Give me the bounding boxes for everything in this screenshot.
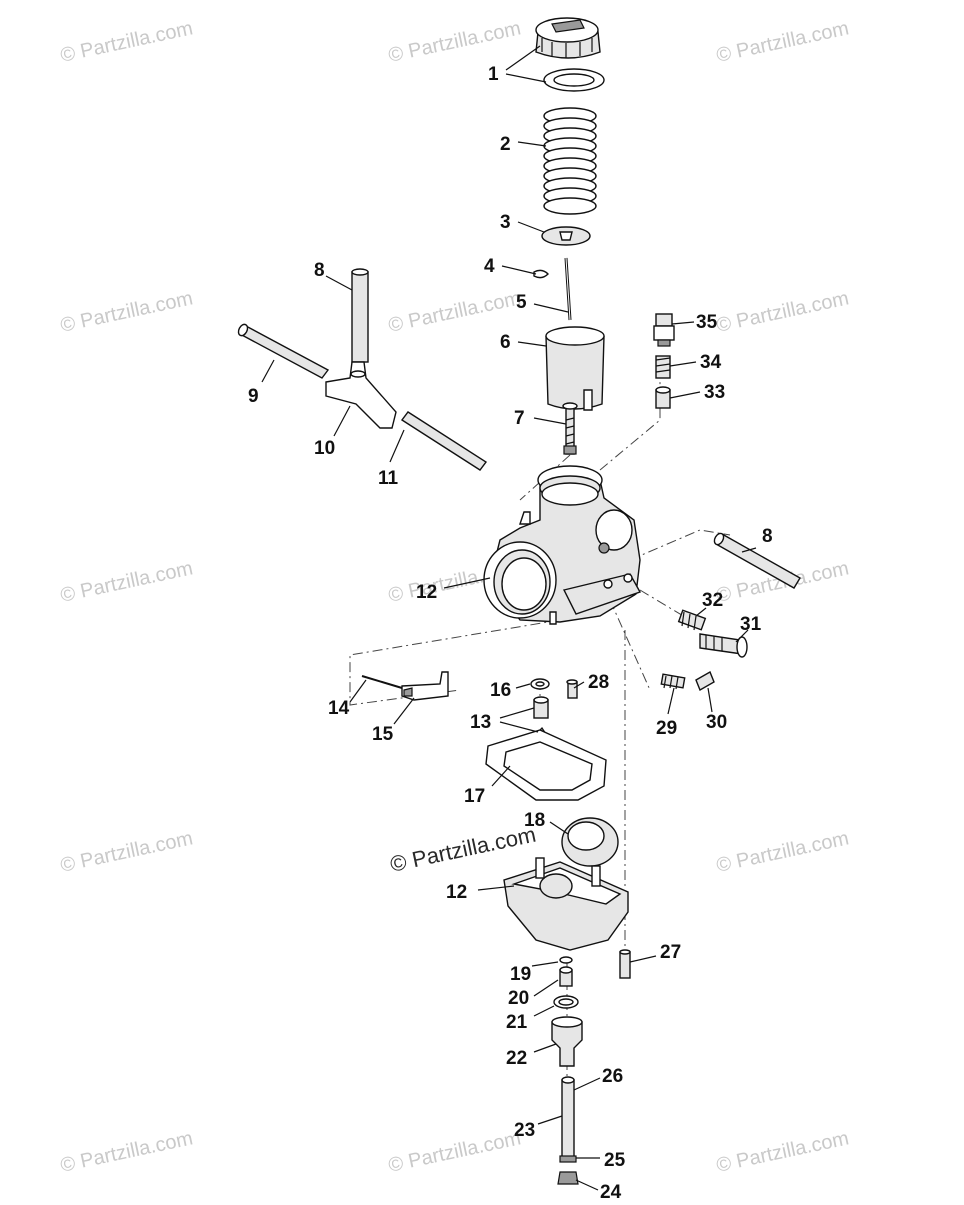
callout-18[interactable]: 18	[524, 810, 545, 831]
spring-34[interactable]	[655, 355, 671, 379]
retainer-plate[interactable]	[541, 226, 591, 246]
watermark: © Partzilla.com	[58, 827, 194, 877]
idle-screw[interactable]	[699, 633, 748, 658]
pilot-jet[interactable]	[566, 679, 578, 699]
throttle-slide[interactable]	[545, 326, 605, 411]
callout-34[interactable]: 34	[700, 352, 722, 373]
callout-7[interactable]: 7	[514, 408, 525, 429]
watermark: © Partzilla.com	[714, 827, 850, 877]
drain-tube[interactable]	[561, 1076, 575, 1161]
drain-screw[interactable]	[619, 949, 631, 979]
vent-hose-right[interactable]	[400, 411, 488, 471]
callout-4[interactable]: 4	[484, 256, 495, 277]
callout-3[interactable]: 3	[500, 212, 511, 233]
callout-12-bowl[interactable]: 12	[446, 882, 467, 903]
needle-30[interactable]	[695, 670, 715, 692]
callout-27[interactable]: 27	[660, 942, 681, 963]
callout-2[interactable]: 2	[500, 134, 511, 155]
watermark: © Partzilla.com	[58, 17, 194, 67]
callout-9[interactable]: 9	[248, 386, 259, 407]
vent-hose-left[interactable]	[237, 323, 330, 379]
drain-plug[interactable]	[557, 1171, 579, 1185]
washer[interactable]	[530, 678, 550, 690]
callout-24[interactable]: 24	[600, 1182, 622, 1203]
callout-35[interactable]: 35	[696, 312, 718, 333]
callout-32[interactable]: 32	[702, 590, 723, 611]
watermark: © Partzilla.com	[714, 17, 850, 67]
float[interactable]	[561, 817, 619, 867]
overflow-hose[interactable]	[713, 532, 801, 589]
callout-20[interactable]: 20	[508, 988, 529, 1009]
carburetor-body[interactable]	[483, 465, 642, 625]
callout-17[interactable]: 17	[464, 786, 485, 807]
callout-14[interactable]: 14	[328, 698, 350, 719]
throttle-spring[interactable]	[543, 107, 597, 215]
callout-22[interactable]: 22	[506, 1048, 527, 1069]
watermark: © Partzilla.com	[386, 17, 522, 67]
callout-15[interactable]: 15	[372, 724, 394, 745]
callout-19[interactable]: 19	[510, 964, 531, 985]
callout-29[interactable]: 29	[656, 718, 677, 739]
callout-28[interactable]: 28	[588, 672, 609, 693]
jet-needle[interactable]	[564, 257, 572, 321]
o-ring[interactable]	[553, 995, 579, 1009]
callout-31[interactable]: 31	[740, 614, 762, 635]
float-bowl-gasket[interactable]	[485, 729, 607, 801]
plug-33[interactable]	[655, 386, 671, 409]
watermark: © Partzilla.com	[386, 287, 522, 337]
float-pin[interactable]	[361, 675, 403, 689]
callout-16[interactable]: 16	[490, 680, 511, 701]
callout-13[interactable]: 13	[470, 712, 491, 733]
watermark: © Partzilla.com	[58, 557, 194, 607]
callout-labels: 1 2 3 4 5 6 7 8 8 9 10 11 12 12 13 14 15…	[248, 64, 773, 1203]
washer-small[interactable]	[559, 956, 573, 964]
tube-ring[interactable]	[559, 1155, 577, 1163]
vent-hose-vertical[interactable]	[351, 268, 369, 363]
callout-26[interactable]: 26	[602, 1066, 623, 1087]
needle-jet[interactable]	[562, 402, 578, 455]
watermark: © Partzilla.com	[386, 1127, 522, 1177]
callout-12-body[interactable]: 12	[416, 582, 437, 603]
spring-29[interactable]	[660, 673, 686, 690]
callout-5[interactable]: 5	[516, 292, 527, 313]
callout-8-upper[interactable]: 8	[314, 260, 325, 281]
watermark: © Partzilla.com	[714, 1127, 850, 1177]
cap-part[interactable]	[535, 17, 601, 59]
fitting-35[interactable]	[653, 313, 675, 347]
needle-clip[interactable]	[533, 269, 549, 279]
watermark: © Partzilla.com	[58, 1127, 194, 1177]
callout-6[interactable]: 6	[500, 332, 511, 353]
callout-25[interactable]: 25	[604, 1150, 626, 1171]
callout-33[interactable]: 33	[704, 382, 725, 403]
float-bowl[interactable]	[503, 857, 629, 951]
watermark: © Partzilla.com	[714, 287, 850, 337]
watermark: © Partzilla.com	[58, 287, 194, 337]
callout-30[interactable]: 30	[706, 712, 727, 733]
callout-8-lower[interactable]: 8	[762, 526, 773, 547]
jet-holder[interactable]	[551, 1016, 583, 1067]
callout-23[interactable]: 23	[514, 1120, 535, 1141]
float-arm[interactable]	[401, 671, 449, 701]
watermark-layer: © Partzilla.com © Partzilla.com © Partzi…	[58, 17, 850, 1177]
tee-fitting[interactable]	[325, 361, 397, 429]
callout-11[interactable]: 11	[378, 468, 399, 489]
watermark-center: © Partzilla.com	[388, 822, 538, 877]
callout-21[interactable]: 21	[506, 1012, 528, 1033]
cap-gasket[interactable]	[543, 68, 605, 92]
callout-10[interactable]: 10	[314, 438, 335, 459]
callout-1[interactable]: 1	[488, 64, 499, 85]
nozzle[interactable]	[559, 966, 573, 987]
leader-lines	[261, 45, 757, 1191]
spring-32[interactable]	[677, 609, 707, 631]
